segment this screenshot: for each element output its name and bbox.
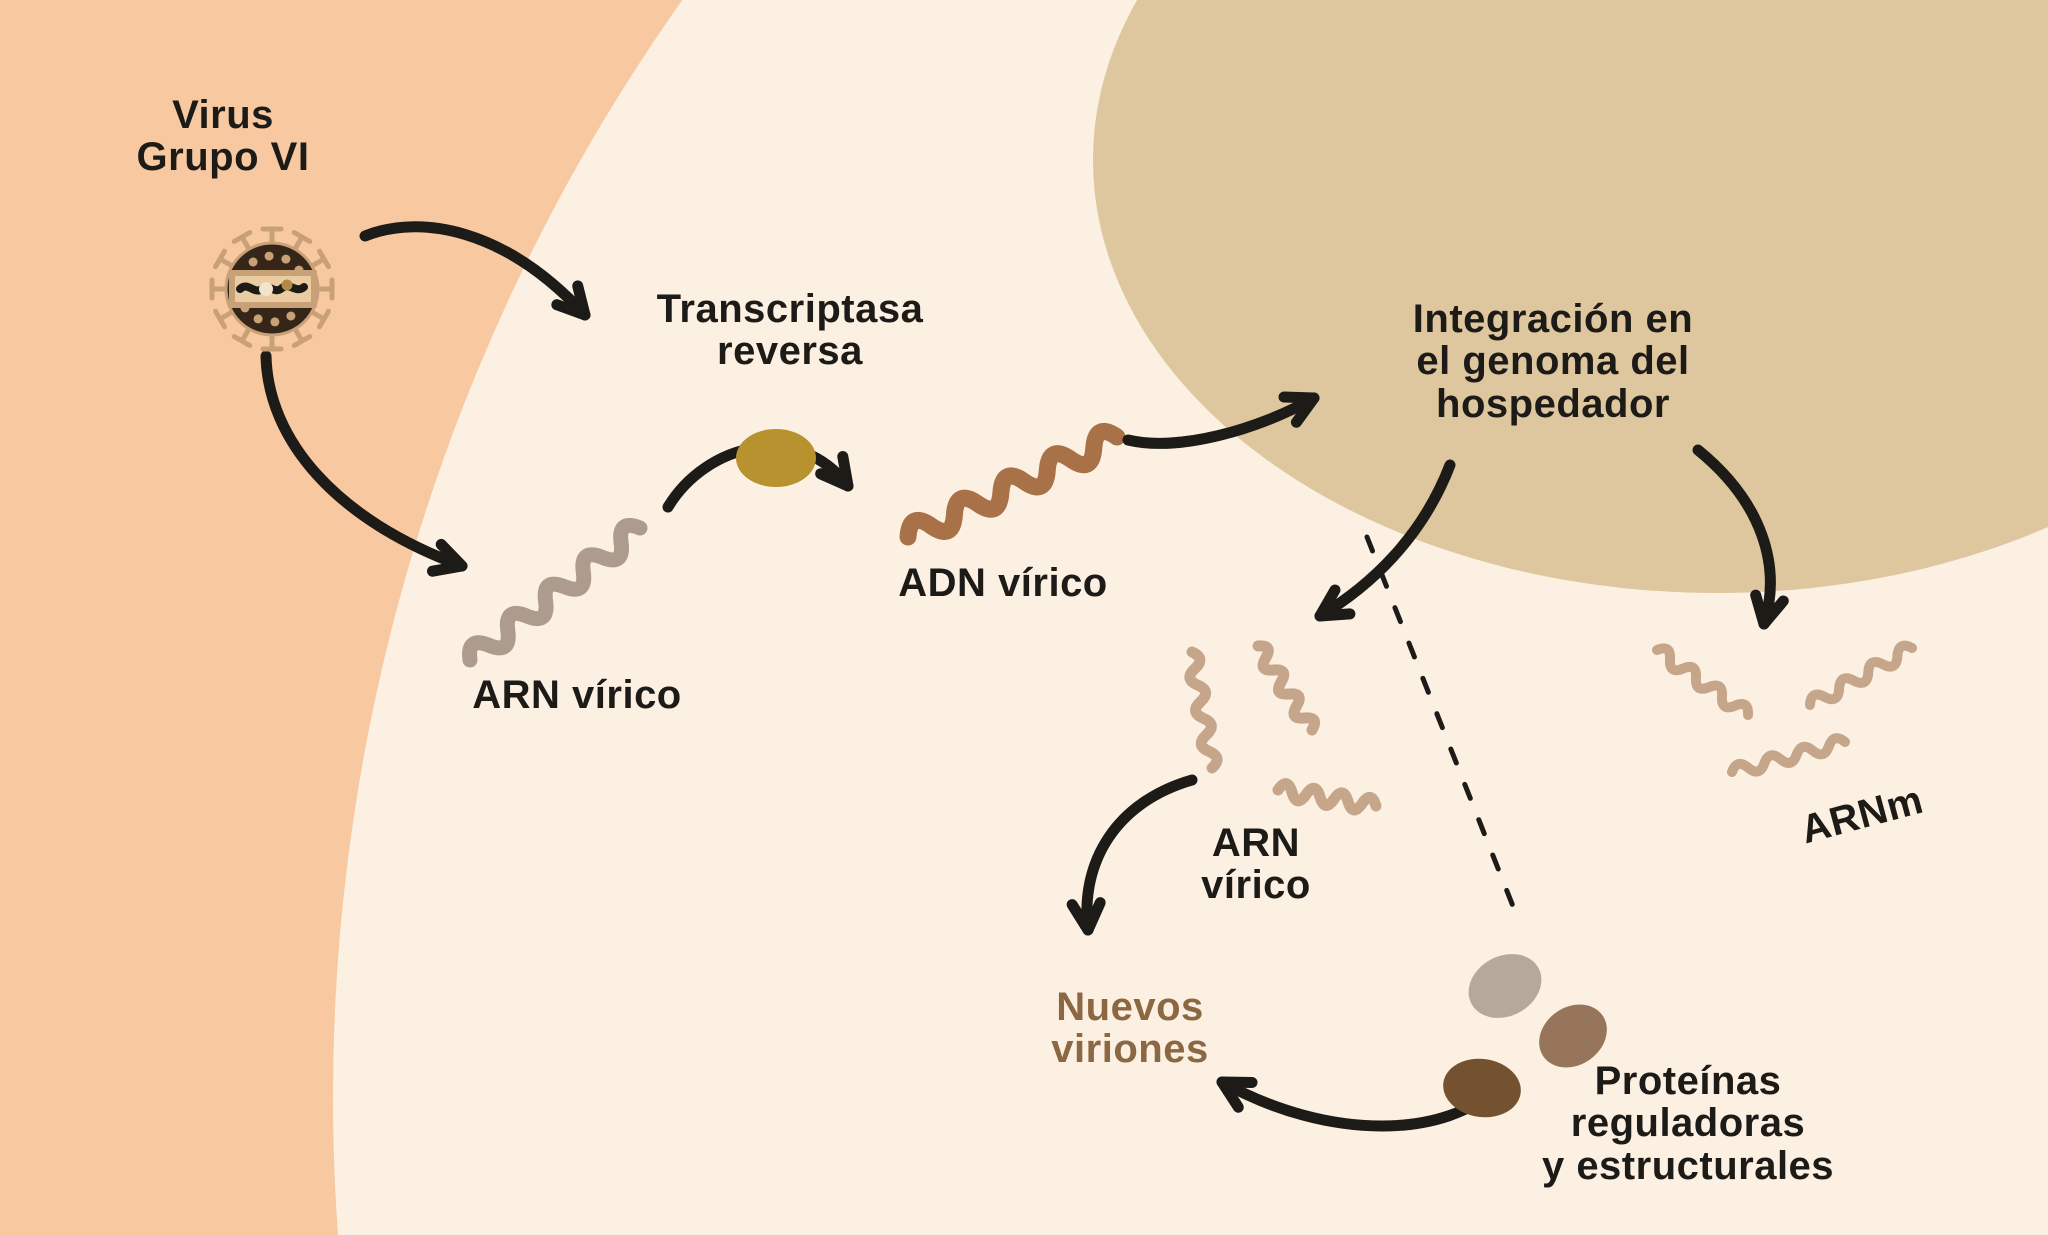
arn-virico-squiggle [462,517,648,668]
virus-group-label: Virus Grupo VI [137,94,310,179]
arn-virico-2-squiggle-2 [1252,640,1321,736]
flow-arrows [260,221,1789,1132]
arnm-squiggle-2 [1805,640,1917,710]
arrowhead [1278,391,1320,428]
proteinas-label-line3: y estructurales [1541,1143,1835,1188]
arrowhead [1750,589,1789,630]
protein-blobs [1443,954,1607,1118]
arrow-virus-to-arn [260,350,468,572]
arrowhead [1314,584,1356,622]
protein-blob-dark [1443,1058,1521,1118]
virus-spike-cap [213,308,227,330]
arrow-integration-to-arn2 [1314,459,1456,622]
virus-spike-cap [231,230,253,244]
arrowhead [551,280,591,321]
virus-dot [253,314,263,324]
integracion-label-line3: hospedador [1436,381,1670,426]
virus-dot [270,317,280,327]
arrow-arn2-to-viriones [1081,774,1198,936]
arrowhead [1216,1076,1258,1113]
arrowhead [1066,897,1106,936]
transcriptasa-label-line1: Transcriptasa [656,287,924,331]
arn-virico-2-label-line1: ARN [1211,821,1301,865]
virus-dot [248,257,258,267]
virus-group-label-line2: Grupo VI [136,135,310,180]
dashed-line-integration-to-proteins [1364,534,1523,927]
virus-spike-cap [291,230,313,244]
virus-dot [286,311,296,321]
virus-spike-cap [317,248,331,270]
integracion-label-line1: Integración en [1412,297,1694,341]
nuevos-viriones-label-line1: Nuevos [1056,985,1204,1029]
arnm-squiggle-3 [1727,733,1850,777]
arn-virico-2-label-line2: vírico [1201,863,1311,908]
virus-spike-cap [213,248,227,270]
virus-icon [209,226,335,352]
virus-group-label-line1: Virus [172,93,274,137]
arrow-adn-to-integration [1122,392,1320,449]
nuevos-viriones-label-line2: viriones [1051,1027,1209,1072]
integracion-label: Integración en el genoma del hospedador [1412,297,1694,426]
proteinas-label-line2: reguladoras [1570,1101,1806,1146]
arrow-integration-to-arnm [1692,444,1776,630]
proteinas-label-line1: Proteínas [1594,1059,1782,1103]
arn-virico-2-squiggle-3 [1272,778,1382,816]
virus-dot [281,254,291,264]
integracion-label-line2: el genoma del [1416,339,1690,384]
virus-core-dot-gold [281,279,293,291]
arn-virico-2-squiggle-1 [1184,646,1223,774]
virus-dot [264,251,274,261]
arn-virico-label: ARN vírico [472,673,682,717]
adn-virico-squiggle [899,423,1126,546]
arrow-virus-to-transcriptase [359,221,591,321]
transcriptasa-label-line2: reversa [717,329,863,374]
protein-blob-medium [1539,1004,1607,1068]
host-cell-nucleus-shape [1093,0,2048,593]
arrowhead [815,451,854,492]
arrowhead [427,538,468,577]
protein-blob-light [1468,954,1542,1018]
transcriptasa-label: Transcriptasa reversa [657,288,924,373]
reverse-transcriptase-enzyme-icon [736,429,816,487]
virus-spike-cap [317,308,331,330]
nuevos-viriones-label: Nuevos viriones [1051,986,1208,1071]
arn-virico-2-label: ARN vírico [1201,822,1311,907]
virus-spike-cap [291,334,313,348]
virus-core-dot-light [259,282,273,296]
adn-virico-label: ADN vírico [898,561,1108,605]
proteinas-label: Proteínas reguladoras y estructurales [1541,1059,1835,1188]
virus-spike-cap [231,334,253,348]
arnm-squiggle-1 [1652,643,1754,720]
